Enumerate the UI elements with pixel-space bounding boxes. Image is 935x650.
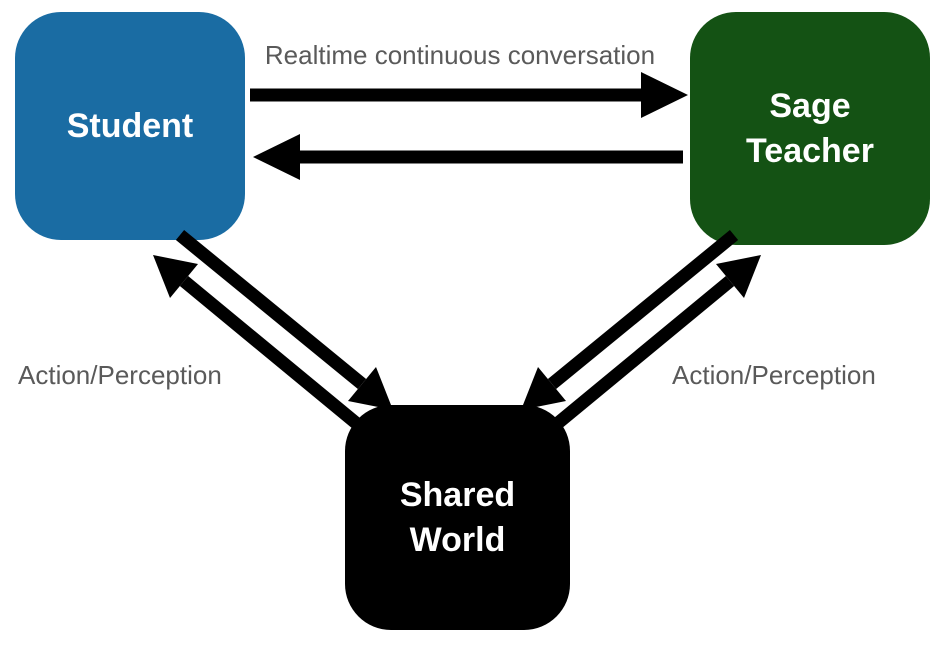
arrow-world-to-student-icon <box>153 255 367 434</box>
node-shared-world-label: Shared World <box>399 476 516 559</box>
edge-label-conversation: Realtime continuous conversation <box>264 40 656 70</box>
arrow-teacher-to-student-icon <box>253 134 683 180</box>
node-sage-teacher-label: Sage Teacher <box>746 87 874 170</box>
arrow-student-to-teacher-icon <box>250 72 688 118</box>
node-shared-world: Shared World <box>345 405 570 630</box>
node-sage-teacher: Sage Teacher <box>690 12 930 245</box>
edge-label-action-perception-left: Action/Perception <box>18 360 222 390</box>
edge-label-action-perception-right: Action/Perception <box>672 360 876 390</box>
node-student: Student <box>15 12 245 240</box>
node-student-label: Student <box>66 106 194 145</box>
arrow-world-to-teacher-icon <box>547 255 761 434</box>
